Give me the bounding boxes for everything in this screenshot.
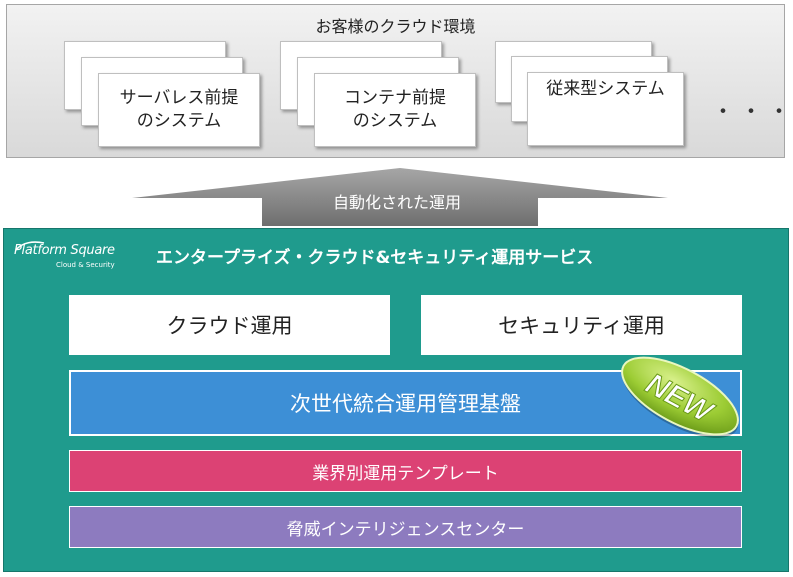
industry-templates-bar: 業界別運用テンプレート (69, 450, 742, 492)
logo-wordmark: Platform Square (14, 243, 115, 258)
logo-swoosh-icon (15, 241, 45, 251)
arrow-label: 自動化された運用 (332, 193, 461, 212)
logo-tagline: Cloud & Security (56, 261, 115, 269)
threat-intelligence-bar: 脅威インテリジェンスセンター (69, 506, 742, 548)
container-system-card: コンテナ前提 のシステム (314, 73, 476, 147)
customer-env-title: お客様のクラウド環境 (315, 17, 476, 36)
security-operations-box: セキュリティ運用 (421, 295, 742, 355)
up-arrow (132, 168, 668, 226)
more-systems-ellipsis: ・・・ (712, 100, 793, 125)
serverless-system-card: サーバレス前提 のシステム (98, 73, 260, 147)
new-badge: NEW (621, 356, 739, 438)
legacy-system-card: 従来型システム (527, 72, 684, 146)
platform-bar: 次世代統合運用管理基盤 (69, 370, 742, 436)
cloud-operations-box: クラウド運用 (69, 295, 390, 355)
service-title: エンタープライズ・クラウド&セキュリティ運用サービス (156, 248, 594, 268)
